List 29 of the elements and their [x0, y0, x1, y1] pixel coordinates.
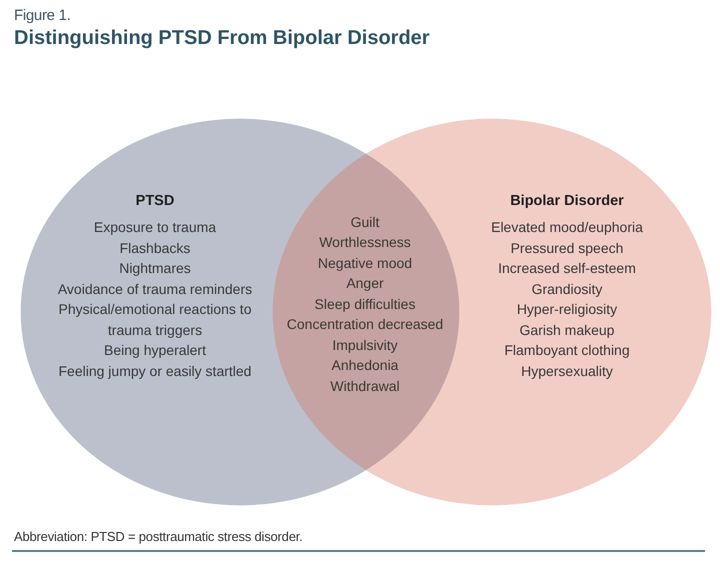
symptom-item: Flamboyant clothing	[504, 341, 630, 360]
abbreviation-note: Abbreviation: PTSD = posttraumatic stress disorder.	[14, 529, 303, 544]
symptom-item: Nightmares	[119, 259, 191, 278]
symptom-item: Impulsivity	[332, 336, 398, 355]
symptom-item: Avoidance of trauma reminders	[58, 280, 252, 298]
symptom-item: Increased self-esteem	[498, 259, 636, 278]
circle-heading: Bipolar Disorder	[510, 192, 624, 211]
figure-title: Distinguishing PTSD From Bipolar Disorder	[14, 27, 430, 50]
circle-heading: PTSD	[136, 192, 174, 211]
symptom-item: Hypersexuality	[521, 362, 613, 381]
symptom-item: Grandiosity	[532, 280, 602, 299]
symptom-item: Pressured speech	[510, 238, 624, 258]
symptom-item: Anhedonia	[332, 356, 398, 376]
symptom-item: Flashbacks	[120, 238, 190, 258]
symptom-item: Negative mood	[318, 254, 412, 273]
symptom-item: Physical/emotional reactions to trauma triggers	[58, 300, 252, 340]
symptom-item: Being hyperalert	[104, 341, 206, 360]
symptom-item: Anger	[346, 274, 384, 294]
symptom-item: Sleep difficulties	[314, 294, 416, 314]
symptom-item: Withdrawal	[330, 376, 400, 396]
symptom-item: Exposure to trauma	[94, 218, 216, 237]
symptom-item: Elevated mood/euphoria	[491, 218, 643, 237]
symptom-item: Concentration decreased	[286, 315, 444, 334]
symptom-item: Garish makeup	[520, 320, 614, 340]
symptom-item: Worthlessness	[319, 233, 411, 252]
symptom-item: Hyper-religiosity	[516, 300, 618, 319]
symptom-item: Guilt	[350, 212, 380, 232]
symptom-item: Feeling jumpy or easily startled	[58, 362, 252, 381]
figure-number: Figure 1.	[14, 7, 70, 24]
